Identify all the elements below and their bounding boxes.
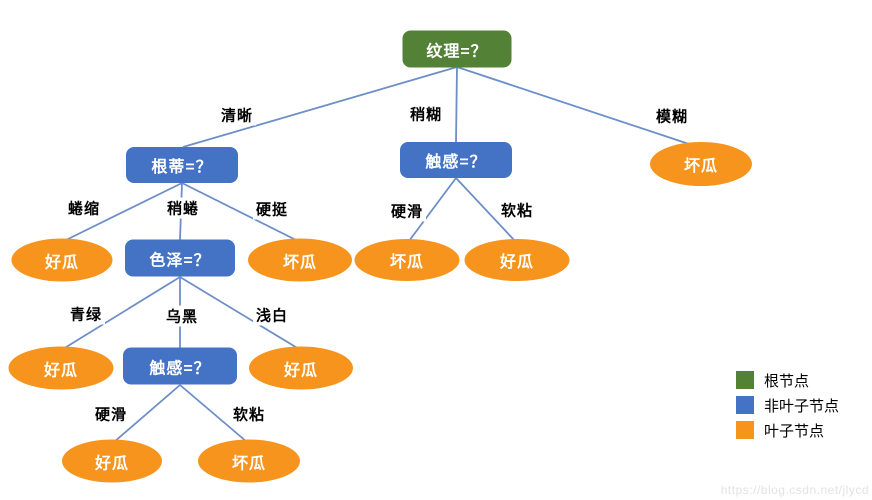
node-color: 色泽=？ [125,239,235,277]
legend-label-internal: 非叶子节点 [764,397,840,415]
edge-label-dark: 乌黑 [162,305,202,327]
node-texture-root: 纹理=？ [402,30,512,68]
edge-label-slightly-curled: 稍蜷 [163,197,203,219]
edge-touchdeep-softsticky [179,384,248,443]
legend-row-leaf: 叶子节点 [736,421,839,440]
node-roots: 根蒂=？ [126,147,238,183]
legend-label-root: 根节点 [764,372,810,390]
edge-label-softsticky-deep: 软粘 [229,403,269,425]
legend-label-leaf: 叶子节点 [764,422,825,440]
leaf-good-lightwhite: 好瓜 [249,346,353,390]
edge-touchmid-softsticky [455,177,516,242]
edge-color-lightwhite [179,276,300,350]
edge-touchdeep-hardsmooth [113,384,181,443]
edge-touchmid-hardsmooth [408,177,457,242]
leaf-good-curled: 好瓜 [11,238,113,282]
legend-row-root: 根节点 [736,371,839,390]
leaf-good-hardsmooth-deep: 好瓜 [62,439,162,483]
leaf-bad-stiff: 坏瓜 [248,238,352,282]
legend-swatch-internal-icon [736,396,754,414]
edge-label-hardsmooth-deep: 硬滑 [91,403,131,425]
edge-label-hardsmooth-mid: 硬滑 [387,200,427,222]
edge-label-green: 青绿 [66,303,106,325]
csdn-watermark: https://blog.csdn.net/jlycd [720,483,869,497]
leaf-bad-hardsmooth-mid: 坏瓜 [354,239,460,281]
legend: 根节点 非叶子节点 叶子节点 [736,371,839,446]
edge-texture-blurry [456,66,693,146]
edge-label-blurry: 模糊 [652,105,692,127]
edge-texture-clear [182,66,458,148]
legend-row-internal: 非叶子节点 [736,396,840,415]
node-touch-mid: 触感=？ [400,142,512,178]
legend-swatch-root-icon [736,371,754,389]
legend-swatch-leaf-icon [736,421,754,439]
edge-label-lightwhite: 浅白 [252,304,292,326]
leaf-bad-softsticky-deep: 坏瓜 [198,439,300,483]
edge-roots-stiff [181,182,299,242]
leaf-bad-blurry: 坏瓜 [650,142,752,186]
edge-label-slightly-blurry: 稍糊 [406,103,446,125]
edge-label-softsticky-mid: 软粘 [497,199,537,221]
edge-roots-curled [63,182,183,242]
node-touch-deep: 触感=？ [123,347,237,385]
edge-texture-slightly-blurry [455,66,458,143]
edge-label-clear: 清晰 [217,104,257,126]
edge-label-stiff: 硬挺 [252,198,292,220]
edge-label-curled: 蜷缩 [64,197,104,219]
edge-color-green [62,276,181,350]
leaf-good-green: 好瓜 [8,346,114,390]
leaf-good-softsticky-mid: 好瓜 [464,239,570,281]
